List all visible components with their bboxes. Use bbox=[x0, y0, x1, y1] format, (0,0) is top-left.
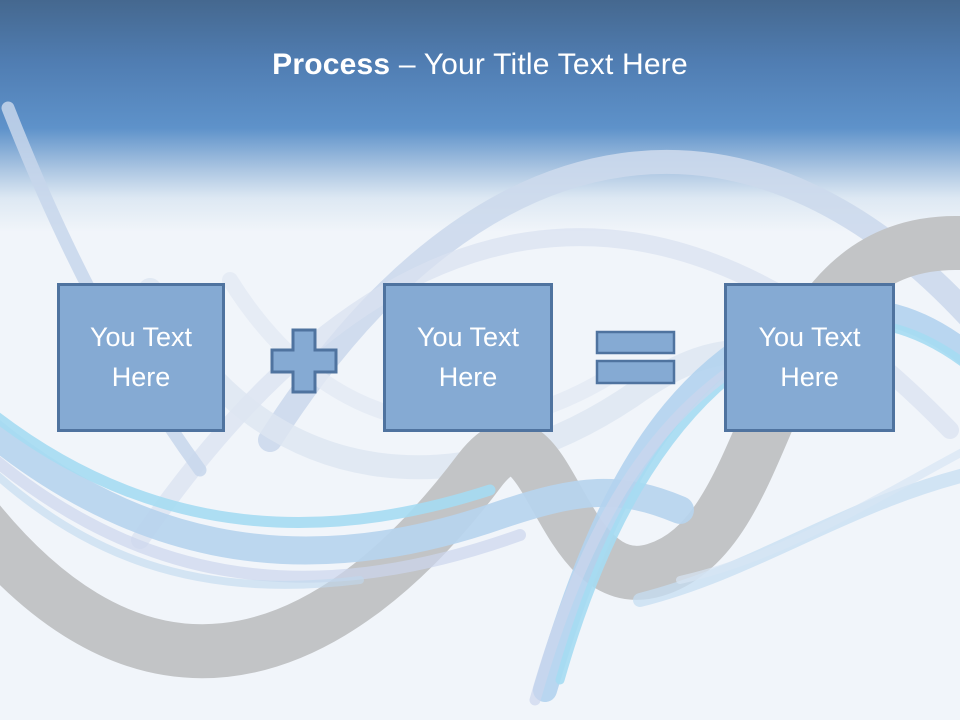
process-box-3[interactable]: You Text Here bbox=[724, 283, 895, 432]
wave-silk-left-lav bbox=[0, 456, 526, 583]
process-box-2-label: You Text Here bbox=[416, 322, 520, 392]
slide-title[interactable]: Process – Your Title Text Here bbox=[0, 48, 960, 82]
slide-title-keyword: Process bbox=[272, 48, 391, 81]
process-box-3-label: You Text Here bbox=[758, 322, 861, 392]
wave-silk-left-aqua bbox=[0, 412, 496, 528]
process-box-1-label: You Text Here bbox=[89, 322, 193, 392]
process-box-1[interactable]: You Text Here bbox=[57, 283, 225, 432]
wave-silk-right-lav bbox=[529, 369, 731, 706]
wave-silk-left-thin bbox=[0, 472, 364, 589]
wave-silk-right-thin bbox=[676, 448, 960, 584]
slide-title-rest: – Your Title Text Here bbox=[398, 48, 688, 81]
equals-icon[interactable] bbox=[594, 328, 678, 388]
plus-icon[interactable] bbox=[270, 328, 338, 394]
wave-silk-left bbox=[0, 420, 694, 565]
process-box-2[interactable]: You Text Here bbox=[383, 283, 553, 432]
